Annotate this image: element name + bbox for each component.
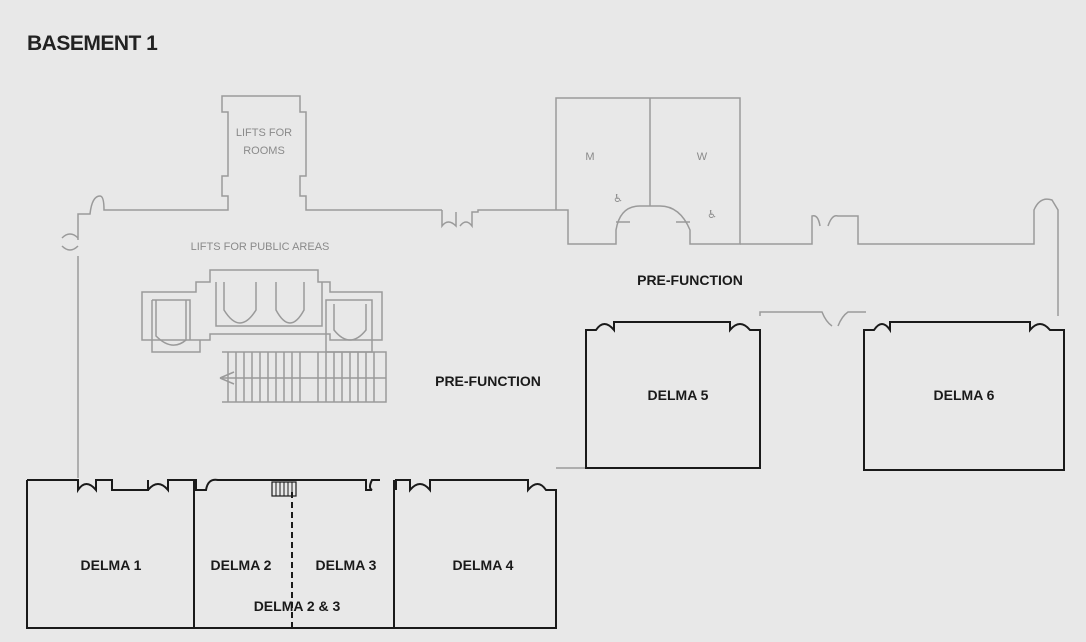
corridor-outline — [61, 95, 1059, 478]
room-delma-2: DELMA 2 — [211, 557, 272, 573]
room-delma-2-3: DELMA 2 & 3 — [254, 598, 341, 614]
prefunction-upper-label: PRE-FUNCTION — [637, 272, 743, 288]
room-delma-4: DELMA 4 — [453, 557, 514, 573]
meeting-rooms — [26, 321, 1065, 629]
prefunction-main-label: PRE-FUNCTION — [435, 373, 541, 389]
floor-title: BASEMENT 1 — [27, 32, 158, 55]
lifts-public-label: LIFTS FOR PUBLIC AREAS — [191, 241, 330, 253]
restroom-women-label: W — [697, 151, 708, 163]
lifts-rooms-label-2: ROOMS — [243, 145, 285, 157]
room-delma-1: DELMA 1 — [81, 557, 142, 573]
room-delma-6: DELMA 6 — [934, 387, 995, 403]
lifts-rooms-label-1: LIFTS FOR — [236, 127, 292, 139]
restroom-men-label: M — [585, 151, 594, 163]
room-delma-5: DELMA 5 — [648, 387, 709, 403]
accessible-icon: ♿ — [707, 209, 717, 221]
accessible-icon: ♿ — [613, 193, 623, 205]
room-delma-3: DELMA 3 — [316, 557, 377, 573]
